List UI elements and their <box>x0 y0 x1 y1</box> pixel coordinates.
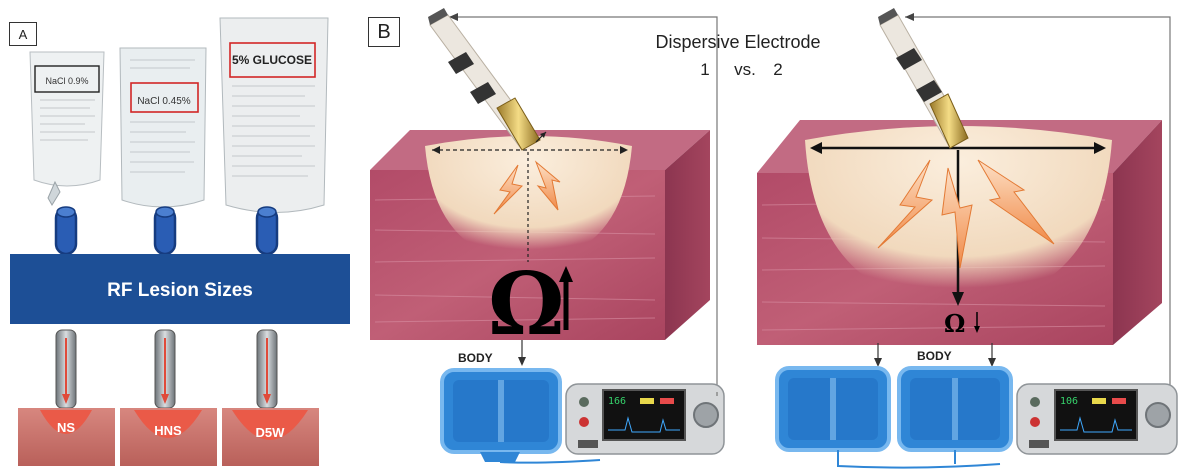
rf-lesion-banner-text: RF Lesion Sizes <box>107 280 253 301</box>
setup-2-dispersive-pad-b <box>897 366 1013 464</box>
setup-2-omega: Ω <box>944 309 965 338</box>
panel-a-label: A <box>9 22 37 46</box>
title-option-2: 2 <box>773 60 782 79</box>
setup-1-body-label: BODY <box>458 351 493 365</box>
setup-1-lesion <box>425 136 632 262</box>
title-vs: vs. <box>734 60 756 79</box>
setup-2-tissue-side <box>1113 120 1162 345</box>
iv-bag-hns-highlight <box>130 82 199 113</box>
catheter-hns <box>154 329 176 409</box>
setup-1-tissue-side <box>665 130 710 340</box>
iv-bag-ns-label: NaCl 0.9% <box>45 76 88 86</box>
lesion-label-ns: NS <box>57 420 75 435</box>
setup-2-monitor-readout: 106 <box>1060 396 1078 407</box>
setup-1-generator: 166 <box>565 383 725 455</box>
tissue-d5w: D5W <box>222 408 319 466</box>
iv-bag-d5w: 5% GLUCOSE <box>219 17 329 213</box>
panel-b-title: Dispersive Electrode <box>655 32 820 52</box>
iv-bag-d5w-highlight <box>229 42 316 78</box>
tissue-hns: HNS <box>120 408 217 466</box>
iv-bag-d5w-label: 5% GLUCOSE <box>232 53 312 67</box>
setup-1-monitor-readout: 166 <box>608 396 626 407</box>
setup-2-bolt-1 <box>877 159 934 249</box>
iv-bag-hns-label: NaCl 0.45% <box>137 96 190 107</box>
catheter-d5w <box>256 329 278 409</box>
setup-1-cable <box>449 16 718 392</box>
rf-lesion-banner <box>10 254 350 324</box>
title-option-1: 1 <box>700 60 709 79</box>
setup-2-bolt-3 <box>977 159 1055 245</box>
setup-2-bolt-2 <box>941 167 973 269</box>
setup-1-dispersive-pad <box>440 368 601 464</box>
setup-1-omega: Ω <box>488 254 565 355</box>
setup-1-bolt-2 <box>534 160 561 211</box>
setup-2-cable <box>905 16 1171 392</box>
lesion-label-d5w: D5W <box>256 425 286 440</box>
setup-2-generator: 106 <box>1016 383 1178 455</box>
setup-1-bolt-1 <box>493 164 524 215</box>
setup-2-catheter <box>878 8 969 149</box>
setup-2-body-label: BODY <box>917 349 952 363</box>
setup-2: Ω BODY 106 <box>757 8 1178 469</box>
setup-1: Ω BODY 166 <box>370 8 725 464</box>
iv-bag-hns: NaCl 0.45% <box>119 47 207 208</box>
setup-1-catheter <box>428 8 541 151</box>
iv-bag-ns-highlight <box>34 65 100 93</box>
setup-2-dispersive-pad-a <box>775 366 1001 469</box>
catheter-ns <box>55 329 77 409</box>
panel-b-label: B <box>368 17 400 47</box>
connector-ns <box>54 206 78 256</box>
lesion-label-hns: HNS <box>154 423 182 438</box>
tissue-ns: NS <box>18 408 115 466</box>
iv-bag-ns: NaCl 0.9% <box>29 51 105 206</box>
